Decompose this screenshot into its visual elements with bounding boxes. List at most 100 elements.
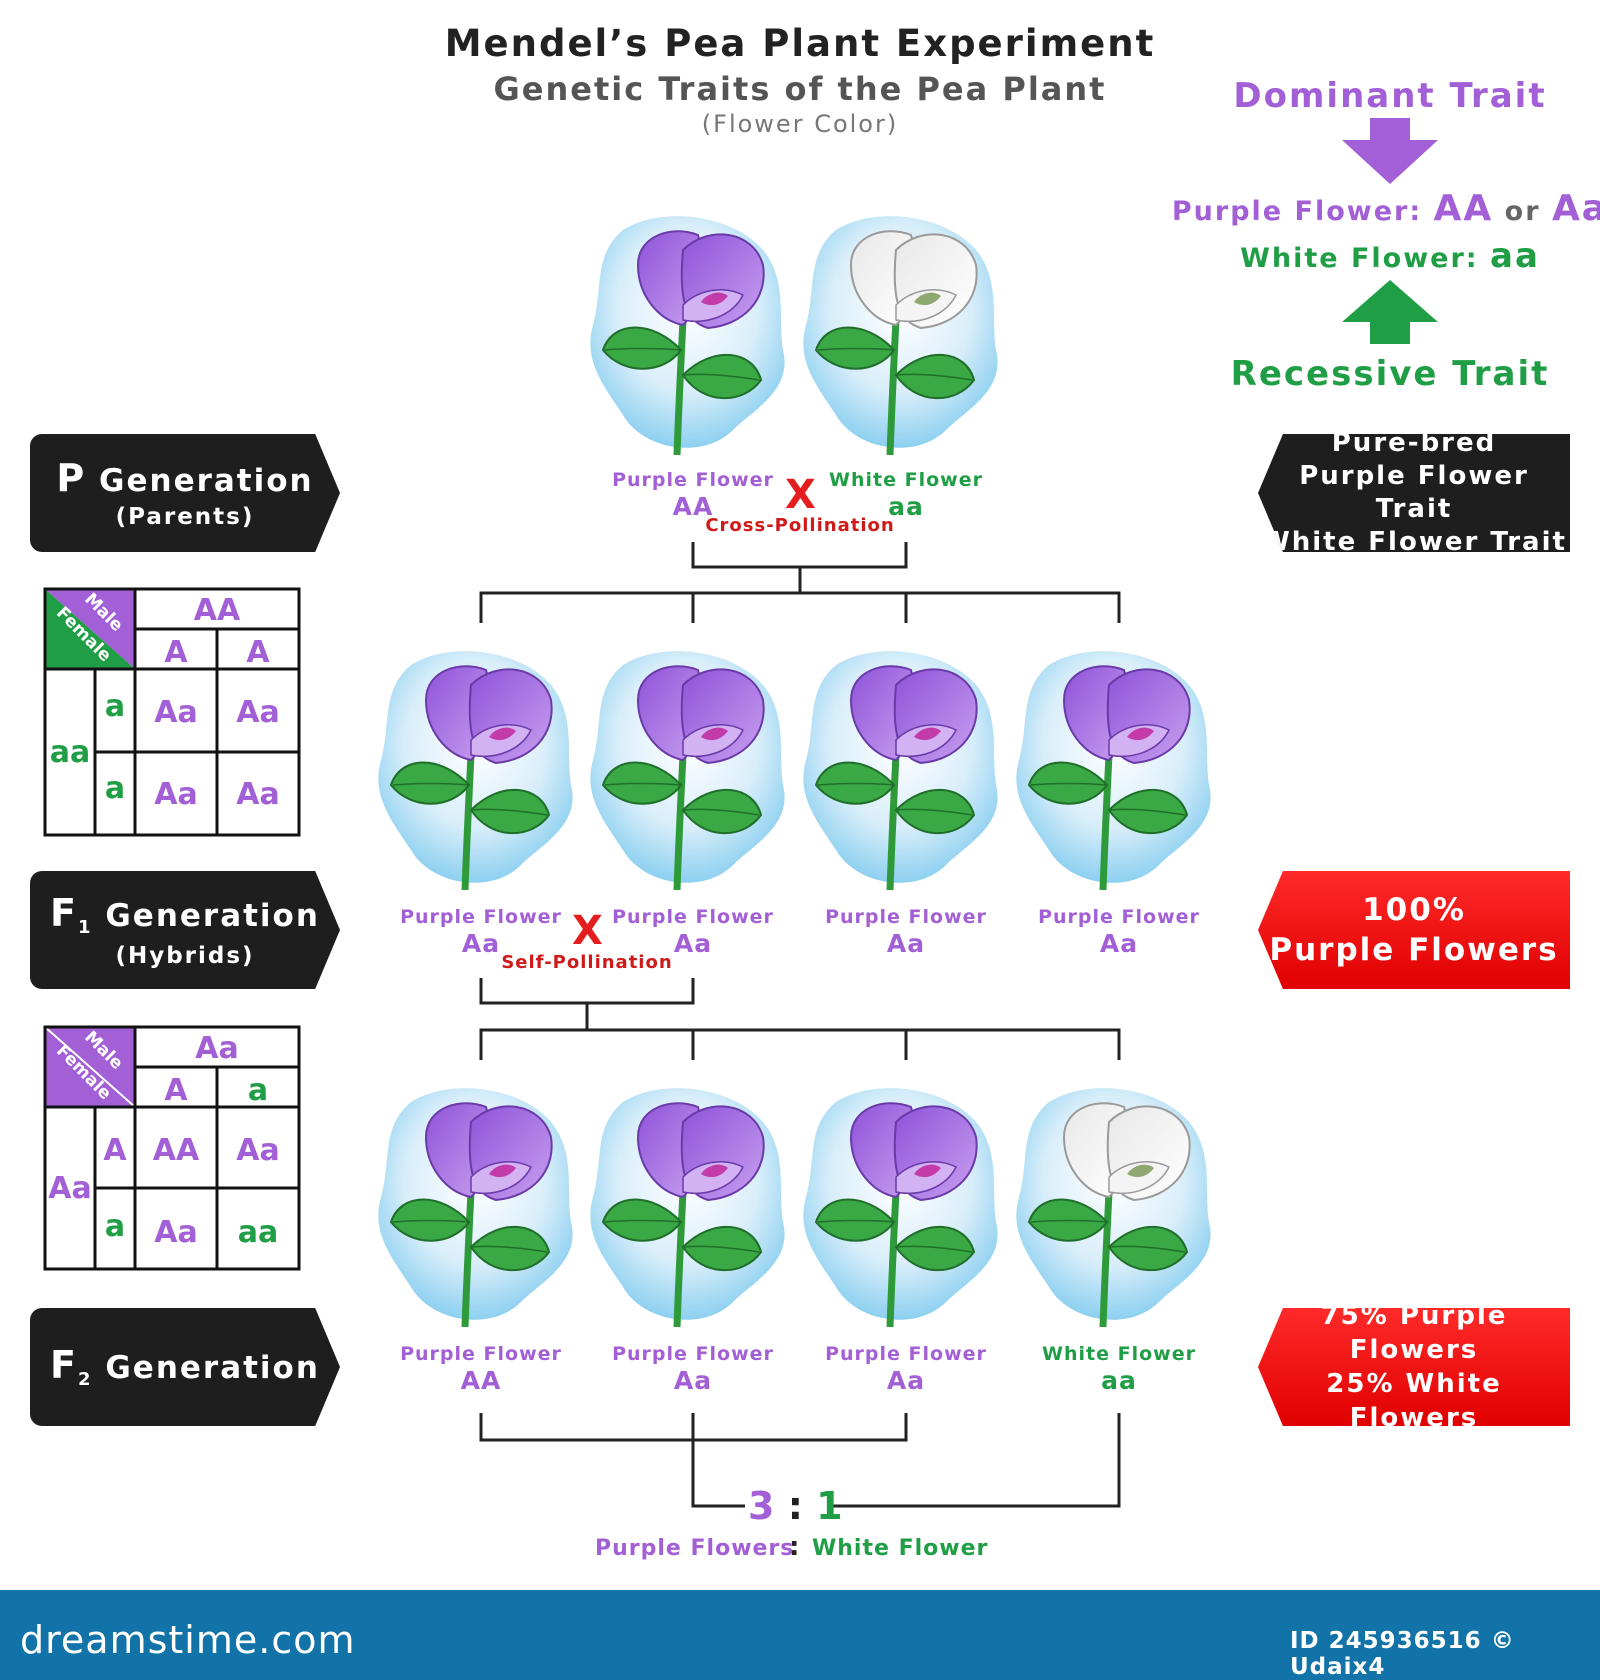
ratio: 3 : 1 bbox=[748, 1484, 843, 1528]
f2-gen-index: 2 bbox=[78, 1369, 93, 1391]
parent-1-geno: AA bbox=[672, 492, 714, 521]
cross-mark-icon: X bbox=[785, 472, 816, 518]
punnett1-cell-2-2: Aa bbox=[236, 777, 279, 812]
f1-plant-4-label: Purple Flower bbox=[1038, 906, 1200, 928]
punnett2-left: Aa bbox=[48, 1171, 91, 1206]
f2-plant-3-geno: Aa bbox=[886, 1366, 926, 1395]
f2-gen-letter: F bbox=[50, 1343, 79, 1388]
f2-plant-4-geno: aa bbox=[1101, 1366, 1137, 1395]
f1-plant-2-label: Purple Flower bbox=[612, 906, 774, 928]
footer-id: ID 245936516 © Udaix4 bbox=[1290, 1628, 1515, 1680]
f2-plant-2-flower-icon bbox=[590, 1088, 785, 1328]
p-gen-letter: P bbox=[56, 456, 87, 500]
footer-brand[interactable]: dreamstime.com bbox=[20, 1618, 356, 1662]
p-gen-name: Generation bbox=[99, 463, 314, 499]
self-pollination-label: Self-Pollination bbox=[501, 952, 673, 973]
ratio-right: 1 bbox=[816, 1484, 843, 1528]
ratio-sep: : bbox=[787, 1484, 803, 1528]
f1-gen-name: Generation bbox=[105, 898, 320, 935]
punnett2-cell-1-2: Aa bbox=[236, 1133, 279, 1168]
f2-result-label: 75% Purple Flowers 25% White Flowers bbox=[1258, 1308, 1570, 1426]
f1-plant-1-geno: Aa bbox=[461, 929, 501, 958]
page-subtitle: Genetic Traits of the Pea Plant bbox=[493, 70, 1107, 108]
white-geno: aa bbox=[1490, 236, 1540, 276]
f2-plant-4-label: White Flower bbox=[1042, 1343, 1196, 1365]
punnett2-top: Aa bbox=[195, 1031, 238, 1066]
f1-result-line-2: Purple Flowers bbox=[1269, 932, 1559, 968]
parent-1-flower-icon bbox=[590, 216, 785, 456]
f1-generation-label: F1 Generation (Hybrids) bbox=[30, 871, 340, 989]
parent-2-geno: aa bbox=[888, 492, 924, 521]
f1-plant-4-geno: Aa bbox=[1099, 929, 1139, 958]
recessive-arrow-icon bbox=[1342, 280, 1438, 344]
f1-plant-2-flower-icon bbox=[590, 651, 785, 891]
p-result-line-2: Purple Flower Trait bbox=[1299, 461, 1529, 524]
f1-gen-index: 1 bbox=[78, 917, 93, 939]
p-result-line-3: White Flower Trait bbox=[1261, 527, 1567, 557]
p-result-line-1: Pure-bred bbox=[1331, 428, 1497, 458]
f2-result-line-2: 25% White Flowers bbox=[1326, 1369, 1502, 1433]
punnett1-row-2: a bbox=[105, 771, 125, 806]
page-title: Mendel’s Pea Plant Experiment bbox=[444, 22, 1156, 65]
f1-gen-letter: F bbox=[50, 891, 79, 936]
recessive-trait-label: Recessive Trait bbox=[1230, 354, 1550, 394]
purple-flower-legend: Purple Flower: AA or Aa bbox=[1150, 188, 1600, 229]
punnett2-cell-2-2: aa bbox=[238, 1215, 279, 1250]
page-note: (Flower Color) bbox=[701, 110, 899, 138]
female-corner bbox=[45, 589, 135, 669]
footer-bar bbox=[0, 1590, 1600, 1680]
f2-result-line-1: 75% Purple Flowers bbox=[1320, 1301, 1508, 1365]
f1-plant-3-label: Purple Flower bbox=[825, 906, 987, 928]
p-generation-label: P Generation (Parents) bbox=[30, 434, 340, 552]
f2-gen-name: Generation bbox=[105, 1350, 320, 1387]
parent-2-flower-icon bbox=[803, 216, 998, 456]
white-flower-legend: White Flower: aa bbox=[1150, 236, 1600, 276]
punnett-square-f1: Male Female Aa A a Aa A a AA Aa Aa aa bbox=[43, 1025, 301, 1271]
punnett1-cell-1-1: Aa bbox=[154, 695, 197, 730]
punnett2-col-2: a bbox=[248, 1073, 268, 1108]
f1-plant-2-geno: Aa bbox=[673, 929, 713, 958]
dominant-trait-label: Dominant Trait bbox=[1233, 76, 1547, 116]
parent-2-label: White Flower bbox=[829, 469, 983, 491]
punnett2-col-1: A bbox=[164, 1073, 188, 1108]
punnett1-top: AA bbox=[194, 593, 241, 628]
punnett1-left: aa bbox=[50, 735, 91, 770]
punnett2-cell-2-1: Aa bbox=[154, 1215, 197, 1250]
f2-plant-1-geno: AA bbox=[460, 1366, 502, 1395]
self-cross-mark-icon: X bbox=[572, 908, 603, 954]
ratio-right-label: White Flower bbox=[812, 1536, 989, 1561]
white-flower-legend-label: White Flower: bbox=[1240, 243, 1490, 274]
f2-plant-2-label: Purple Flower bbox=[612, 1343, 774, 1365]
f2-generation-label: F2 Generation bbox=[30, 1308, 340, 1426]
legend-or: or bbox=[1493, 196, 1552, 227]
ratio-left-label: Purple Flowers bbox=[595, 1536, 795, 1561]
punnett1-row-1: a bbox=[105, 689, 125, 724]
f1-plant-1-flower-icon bbox=[378, 651, 573, 891]
f1-plant-3-geno: Aa bbox=[886, 929, 926, 958]
f1-result-line-1: 100% bbox=[1362, 892, 1466, 928]
f1-plant-3-flower-icon bbox=[803, 651, 998, 891]
p-result-label: Pure-bred Purple Flower Trait White Flow… bbox=[1258, 434, 1570, 552]
punnett1-col-2: A bbox=[246, 635, 270, 670]
punnett1-cell-2-1: Aa bbox=[154, 777, 197, 812]
f1-plant-4-flower-icon bbox=[1016, 651, 1211, 891]
f1-gen-sub: (Hybrids) bbox=[115, 942, 255, 969]
f2-plant-4-flower-icon bbox=[1016, 1088, 1211, 1328]
f2-plant-1-flower-icon bbox=[378, 1088, 573, 1328]
p-gen-sub: (Parents) bbox=[115, 504, 255, 530]
punnett-square-p: Male Female AA A A aa a a Aa Aa Aa Aa bbox=[43, 587, 301, 837]
f1-plant-1-label: Purple Flower bbox=[400, 906, 562, 928]
cross-pollination-label: Cross-Pollination bbox=[705, 515, 895, 536]
f2-plant-3-label: Purple Flower bbox=[825, 1343, 987, 1365]
punnett1-cell-1-2: Aa bbox=[236, 695, 279, 730]
f2-plant-2-geno: Aa bbox=[673, 1366, 713, 1395]
ratio-label-sep: : bbox=[789, 1532, 800, 1562]
punnett2-row-2: a bbox=[105, 1209, 125, 1244]
punnett1-col-1: A bbox=[164, 635, 188, 670]
purple-geno-hybrid: Aa bbox=[1551, 188, 1600, 229]
ratio-left: 3 bbox=[748, 1484, 775, 1528]
parent-1-label: Purple Flower bbox=[612, 469, 774, 491]
f1-result-label: 100% Purple Flowers bbox=[1258, 871, 1570, 989]
dominant-arrow-icon bbox=[1342, 118, 1438, 184]
f2-plant-3-flower-icon bbox=[803, 1088, 998, 1328]
